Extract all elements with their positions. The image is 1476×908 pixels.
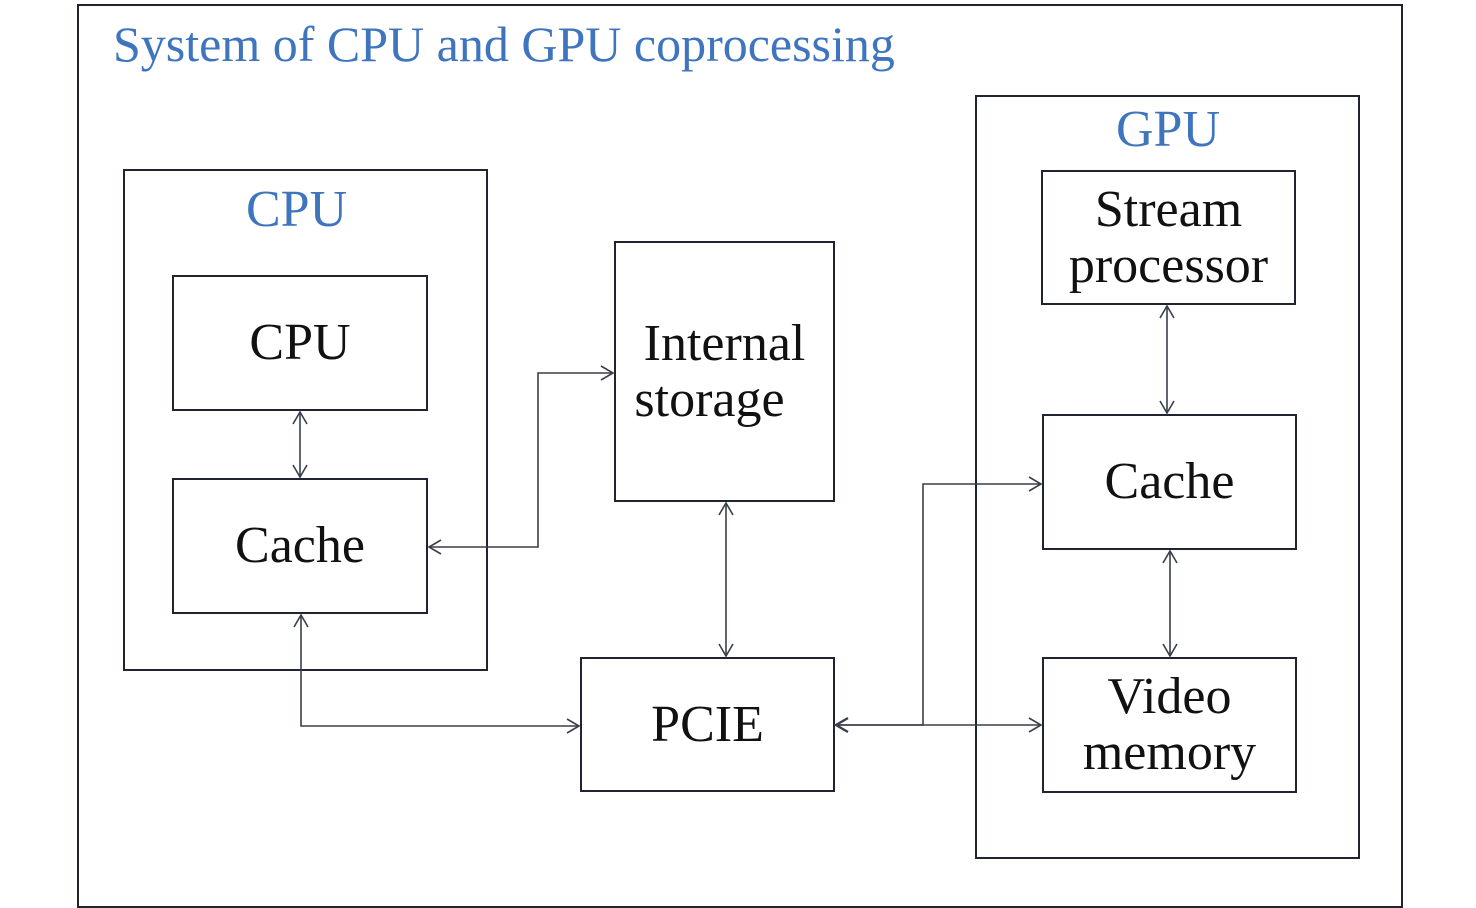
cpu-group-label: CPU (246, 181, 348, 238)
internal-storage-label-line1: Internal (643, 314, 806, 372)
cpu-cache-label: Cache (235, 517, 365, 574)
gpu-group-label: GPU (1116, 101, 1221, 158)
video-memory-label-line2: memory (1082, 724, 1257, 781)
cpu-cache-node: Cache (172, 478, 428, 614)
pcie-node: PCIE (580, 657, 835, 792)
stream-processor-label-line2: processor (1068, 236, 1269, 294)
cpu-core-label: CPU (249, 314, 351, 371)
diagram-title: System of CPU and GPU coprocessing (113, 16, 895, 72)
cpu-core-node: CPU (172, 275, 428, 411)
system-frame (77, 4, 1403, 908)
stream-processor-label-line1: Stream (1094, 180, 1243, 238)
video-memory-label-line1: Video (1107, 668, 1232, 725)
stream-processor-node: Stream processor (1041, 170, 1296, 305)
gpu-cache-node: Cache (1042, 414, 1297, 550)
pcie-label: PCIE (651, 695, 764, 753)
gpu-cache-label: Cache (1104, 453, 1235, 510)
gpu-group (975, 95, 1360, 859)
video-memory-node: Video memory (1042, 657, 1297, 793)
internal-storage-node: Internal storage (614, 241, 835, 502)
internal-storage-label-line2: storage (634, 370, 785, 428)
